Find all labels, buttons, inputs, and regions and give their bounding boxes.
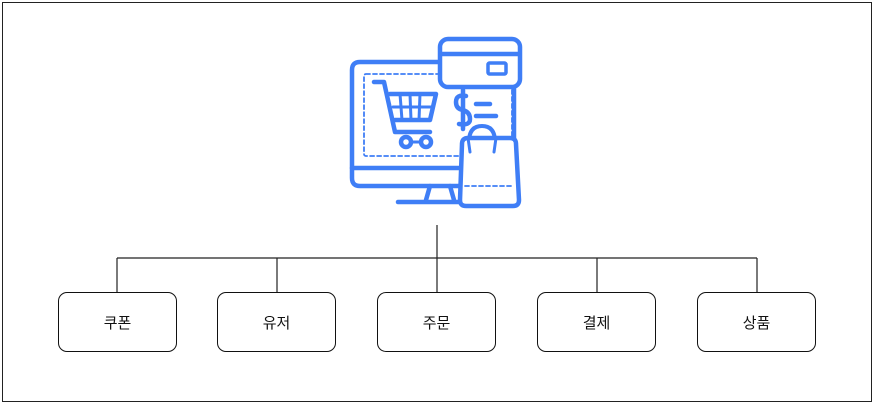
node-label: 쿠폰 — [103, 313, 132, 332]
node-order[interactable]: 주문 — [377, 292, 496, 352]
node-label: 결제 — [582, 313, 611, 332]
ecommerce-icon — [349, 36, 523, 209]
shopping-cart-icon — [371, 79, 439, 150]
node-label: 상품 — [742, 313, 771, 332]
node-user[interactable]: 유저 — [217, 292, 336, 352]
shopping-bag-icon — [457, 124, 522, 209]
node-label: 유저 — [262, 313, 291, 332]
node-product[interactable]: 상품 — [697, 292, 816, 352]
dollar-sign-icon — [453, 87, 499, 132]
monitor-icon — [349, 59, 465, 189]
node-label: 주문 — [422, 313, 451, 332]
node-payment[interactable]: 결제 — [537, 292, 656, 352]
node-coupon[interactable]: 쿠폰 — [58, 292, 177, 352]
credit-card-icon — [437, 36, 523, 181]
